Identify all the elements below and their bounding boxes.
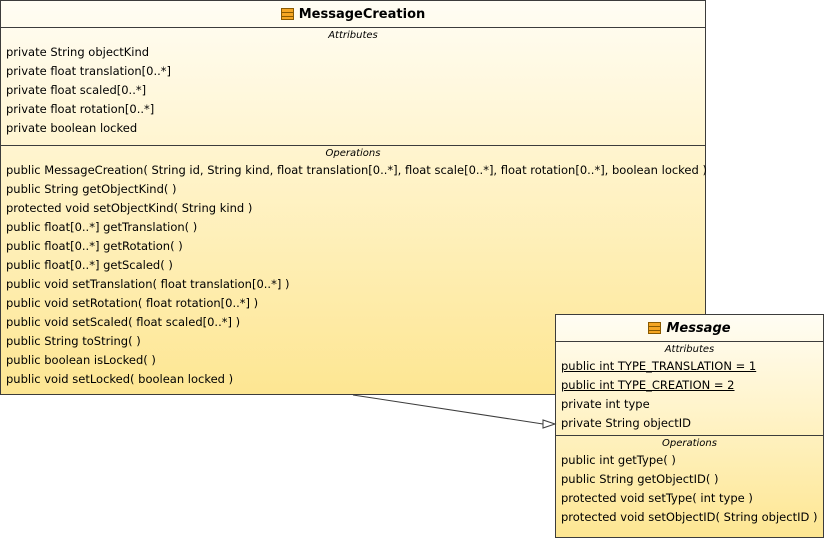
operation-row[interactable]: public MessageCreation( String id, Strin…: [6, 163, 707, 177]
attribute-row[interactable]: private float scaled[0..*]: [6, 83, 147, 97]
class-header: MessageCreation: [1, 1, 705, 28]
attribute-row[interactable]: private String objectID: [561, 416, 691, 430]
attributes-section: Attributes private String objectKind priv…: [1, 28, 705, 145]
operation-row[interactable]: public void setLocked( boolean locked ): [6, 372, 234, 386]
operation-row[interactable]: public float[0..*] getScaled( ): [6, 258, 173, 272]
class-name: MessageCreation: [298, 6, 426, 22]
class-name: Message: [666, 320, 731, 336]
operations-title: Operations: [662, 438, 717, 449]
operation-row[interactable]: protected void setType( int type ): [561, 491, 753, 505]
operation-row[interactable]: public float[0..*] getTranslation( ): [6, 220, 198, 234]
operation-row[interactable]: public void setRotation( float rotation[…: [6, 296, 259, 310]
class-icon: [280, 8, 294, 20]
operation-row[interactable]: public boolean isLocked( ): [6, 353, 156, 367]
operation-row[interactable]: public int getType( ): [561, 453, 676, 467]
attribute-row[interactable]: public int TYPE_TRANSLATION = 1: [561, 359, 757, 373]
operations-title: Operations: [325, 148, 381, 159]
class-icon: [648, 322, 662, 334]
attribute-row[interactable]: private int type: [561, 397, 650, 411]
attribute-row[interactable]: private boolean locked: [6, 121, 138, 135]
attribute-row[interactable]: public int TYPE_CREATION = 2: [561, 378, 735, 392]
operation-row[interactable]: public float[0..*] getRotation( ): [6, 239, 183, 253]
generalization-line[interactable]: [352, 394, 544, 425]
generalization-arrowhead: [542, 419, 557, 429]
attributes-title: Attributes: [328, 30, 378, 41]
operation-row[interactable]: public String getObjectID( ): [561, 472, 719, 486]
operations-section: Operations public int getType( ) public S…: [556, 435, 823, 529]
operation-row[interactable]: public void setScaled( float scaled[0..*…: [6, 315, 241, 329]
operation-row[interactable]: protected void setObjectID( String objec…: [561, 510, 818, 524]
attributes-title: Attributes: [664, 344, 715, 355]
attribute-row[interactable]: private float rotation[0..*]: [6, 102, 155, 116]
operation-row[interactable]: public String toString( ): [6, 334, 141, 348]
class-messagecreation[interactable]: MessageCreation Attributes private Strin…: [0, 0, 707, 395]
attribute-row[interactable]: private String objectKind: [6, 45, 150, 59]
operation-row[interactable]: protected void setObjectKind( String kin…: [6, 201, 253, 215]
attribute-row[interactable]: private float translation[0..*]: [6, 64, 171, 78]
operation-row[interactable]: public String getObjectKind( ): [6, 182, 177, 196]
operations-section: Operations public MessageCreation( Strin…: [1, 145, 707, 391]
operation-row[interactable]: public void setTranslation( float transl…: [6, 277, 290, 291]
class-header: Message: [556, 315, 823, 342]
attributes-section: Attributes public int TYPE_TRANSLATION =…: [556, 342, 823, 435]
class-message[interactable]: Message Attributes public int TYPE_TRANS…: [555, 314, 824, 538]
